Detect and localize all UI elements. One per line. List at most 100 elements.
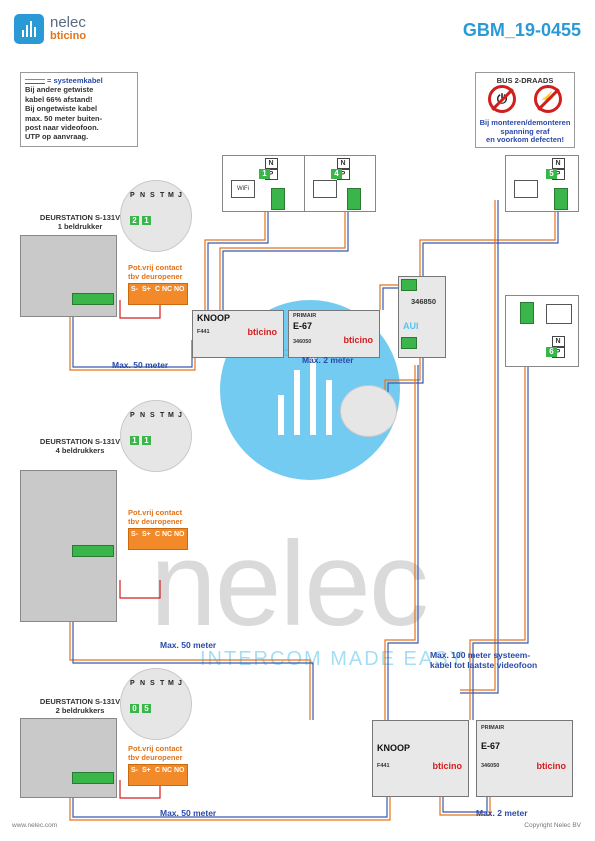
dip-letter: S	[150, 680, 155, 687]
station-title: DEURSTATION S-131V	[39, 213, 121, 222]
station-subtitle: 2 beldrukkers	[55, 706, 105, 715]
dip-switch-block: P N S T M J 1 1	[128, 412, 186, 452]
long-distance-line: Max. 100 meter systeem-	[430, 650, 531, 660]
dip-letter: P	[130, 412, 135, 419]
interface-terminal	[401, 279, 417, 291]
dip-letter: M	[168, 192, 174, 199]
station-subtitle: 1 beldrukker	[57, 222, 103, 231]
station-title: DEURSTATION S-131V	[39, 437, 121, 446]
brand-sub: bticino	[50, 30, 87, 42]
monitor-terminal	[520, 302, 534, 324]
dip-letter: P	[130, 192, 135, 199]
terminal-label: NC	[162, 767, 173, 774]
knoop-module: KNOOP F441 bticino	[192, 310, 284, 358]
np-value: 1	[259, 169, 270, 179]
interface-code: 346850	[411, 297, 437, 306]
n-label: N	[336, 158, 350, 169]
module-tag: PRIMAIR	[481, 725, 505, 731]
footer-website: www.nelec.com	[12, 822, 58, 829]
np-label: NP 5	[546, 158, 570, 180]
dip-letter: J	[178, 192, 182, 199]
note-line: max. 50 meter buiten-	[25, 113, 103, 123]
terminal-label: S+	[142, 286, 151, 293]
contact-label: Pot.vrij contact	[128, 744, 183, 753]
dip-value: 1	[142, 436, 151, 445]
e67-module: PRIMAIR E-67 346050 bticino	[476, 720, 573, 797]
terminal-label: NC	[162, 531, 173, 538]
dip-letter: T	[160, 192, 165, 199]
dip-letter: N	[140, 192, 146, 199]
dip-letter: J	[178, 680, 182, 687]
monitor-wallbox: NP 5	[505, 155, 579, 212]
module-title: E-67	[293, 321, 313, 331]
n-label: N	[264, 158, 278, 169]
dip-switch-block: P N S T M J 0 5	[128, 680, 186, 720]
contact-label: Pot.vrij contact	[128, 508, 183, 517]
note-line: kabel 66% afstand!	[25, 94, 93, 104]
knoop-module: KNOOP F441 bticino	[372, 720, 469, 797]
module-brand: bticino	[343, 335, 374, 345]
door-station-panel	[20, 718, 117, 798]
no-power-plug-icon: ⏻	[488, 85, 516, 113]
distance-label: Max. 2 meter	[476, 808, 528, 818]
monitor-wallbox: WiFi NP 1	[222, 155, 306, 212]
bus-warning-line: Bij monteren/demonteren	[479, 118, 571, 127]
dip-value: 2	[130, 216, 139, 225]
dip-switch-block: P N S T M J 2 1	[128, 192, 186, 232]
relay-terminal-block: S- S+ C NC NO	[128, 528, 188, 550]
terminal-label: NC	[162, 286, 173, 293]
terminal-label: C	[155, 286, 161, 293]
module-title: KNOOP	[377, 743, 411, 753]
terminal-label: NO	[174, 531, 185, 538]
terminal-label: NO	[174, 286, 185, 293]
no-high-voltage-icon: ⚡	[534, 85, 562, 113]
interface-tag: AUI	[403, 321, 419, 331]
terminal-label: C	[155, 767, 161, 774]
long-distance-line: kabel tot laatste videofoon	[430, 660, 538, 670]
np-value: 5	[546, 169, 557, 179]
bus-warning-box: BUS 2-DRAADS ⏻ ⚡ Bij monteren/demonteren…	[475, 72, 575, 148]
module-brand: bticino	[247, 327, 278, 337]
distance-label: Max. 2 meter	[302, 355, 354, 365]
note-title: = systeemkabel	[47, 76, 103, 85]
relay-terminal-block: S- S+ C NC NO	[128, 764, 188, 786]
monitor-wallbox: NP 4	[304, 155, 376, 212]
np-label: NP 6	[546, 336, 570, 358]
module-code: F441	[377, 763, 390, 769]
terminal-label: S+	[142, 531, 151, 538]
station-title: DEURSTATION S-131V	[39, 697, 121, 706]
watermark-tagline: INTERCOM MADE EASY	[200, 648, 465, 670]
n-label: N	[551, 336, 565, 347]
np-value: 4	[331, 169, 342, 179]
terminal-label: S-	[131, 531, 138, 538]
terminal-label: S-	[131, 286, 138, 293]
distance-label: Max. 50 meter	[112, 360, 169, 370]
note-line: Bij ongetwiste kabel	[25, 104, 98, 114]
system-cable-note: = systeemkabel Bij andere getwiste kabel…	[20, 72, 138, 147]
monitor-terminal	[554, 188, 568, 210]
bus-warning-line: spanning eraf	[500, 126, 550, 136]
dip-letter: S	[150, 412, 155, 419]
note-line: post naar videofoon.	[25, 123, 99, 133]
np-label: NP 1	[259, 158, 283, 180]
dip-letter: N	[140, 680, 146, 687]
monitor-terminal	[271, 188, 285, 210]
dip-value: 5	[142, 704, 151, 713]
dip-value: 1	[130, 436, 139, 445]
monitor-device	[514, 180, 538, 198]
relay-terminal-block: S- S+ C NC NO	[128, 283, 188, 305]
contact-label: Pot.vrij contact	[128, 263, 183, 272]
np-label: NP 4	[331, 158, 355, 180]
dip-letter: T	[160, 412, 165, 419]
brand-name: nelec	[50, 14, 86, 31]
watermark-bars-icon	[268, 345, 348, 435]
module-code: F441	[197, 329, 210, 335]
long-distance-note: Max. 100 meter systeem- kabel tot laatst…	[430, 650, 537, 670]
wifi-monitor: WiFi	[231, 180, 255, 198]
module-brand: bticino	[432, 761, 463, 771]
nelec-logo-icon	[14, 14, 44, 44]
terminal-label: C	[155, 531, 161, 538]
module-title: E-67	[481, 741, 501, 751]
dip-value: 1	[142, 216, 151, 225]
contact-label: tbv deuropener	[128, 517, 183, 526]
